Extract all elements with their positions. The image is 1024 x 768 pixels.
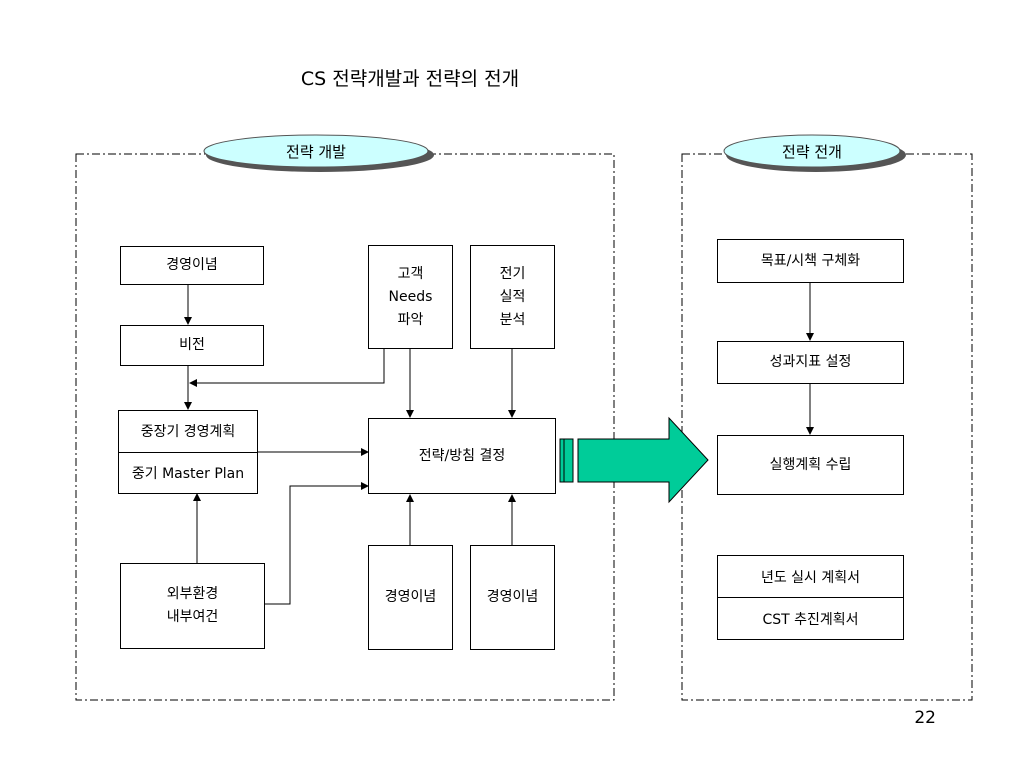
development-pill (203, 134, 429, 168)
philosophy-bottom-right-box: 경영이념 (470, 545, 555, 650)
vision-box: 비전 (120, 325, 264, 366)
kpi-text: 성과지표 설정 (769, 354, 852, 370)
slide-title: CS 전략개발과 전략의 전개 (300, 68, 520, 90)
action-plan-box: 실행계획 수립 (717, 435, 904, 495)
annual-plan-text: 년도 실시 계획서 (760, 569, 861, 586)
page-number: 22 (914, 708, 936, 728)
previous-results-box: 전기 실적 분석 (470, 245, 555, 349)
customer-needs-line-3: 파악 (397, 311, 424, 328)
previous-results-line-1: 전기 (499, 265, 526, 282)
deployment-pill (723, 134, 901, 168)
customer-needs-line-2: Needs (388, 288, 433, 305)
goals-box: 목표/시책 구체화 (717, 239, 904, 283)
customer-needs-line-1: 고객 (397, 265, 424, 282)
environment-line-1: 외부환경 (166, 586, 219, 602)
action-plan-text: 실행계획 수립 (769, 456, 852, 473)
previous-results-line-2: 실적 (499, 288, 526, 305)
vision-text: 비전 (179, 337, 205, 353)
deployment-label: 전략 전개 (782, 142, 842, 161)
goals-text: 목표/시책 구체화 (760, 252, 861, 269)
philosophy-bottom-left-text: 경영이념 (384, 589, 437, 605)
philosophy-top-text: 경영이념 (166, 257, 218, 273)
deployment-arrow (559, 416, 709, 504)
decision-text: 전략/방침 결정 (418, 447, 506, 464)
arrow-needs-to-midterm (189, 349, 385, 387)
previous-results-line-3: 분석 (499, 311, 526, 328)
decision-box: 전략/방침 결정 (368, 418, 556, 494)
midterm-plan-text: 중장기 경영계획 (140, 424, 236, 441)
environment-box: 외부환경 내부여건 (120, 563, 265, 649)
philosophy-bottom-right-text: 경영이념 (486, 589, 539, 605)
arrow-environment-to-decision (265, 482, 369, 605)
kpi-box: 성과지표 설정 (717, 341, 904, 384)
development-label: 전략 개발 (286, 142, 346, 161)
philosophy-bottom-left-box: 경영이념 (368, 545, 453, 650)
cst-plan-text: CST 추진계획서 (718, 597, 903, 639)
master-plan-text: 중기 Master Plan (119, 451, 257, 494)
midterm-plan-box: 중장기 경영계획 중기 Master Plan (118, 410, 258, 494)
environment-line-2: 내부여건 (166, 609, 219, 625)
philosophy-top-box: 경영이념 (120, 246, 264, 285)
customer-needs-box: 고객 Needs 파악 (368, 245, 453, 349)
annual-plan-box: 년도 실시 계획서 CST 추진계획서 (717, 555, 904, 640)
